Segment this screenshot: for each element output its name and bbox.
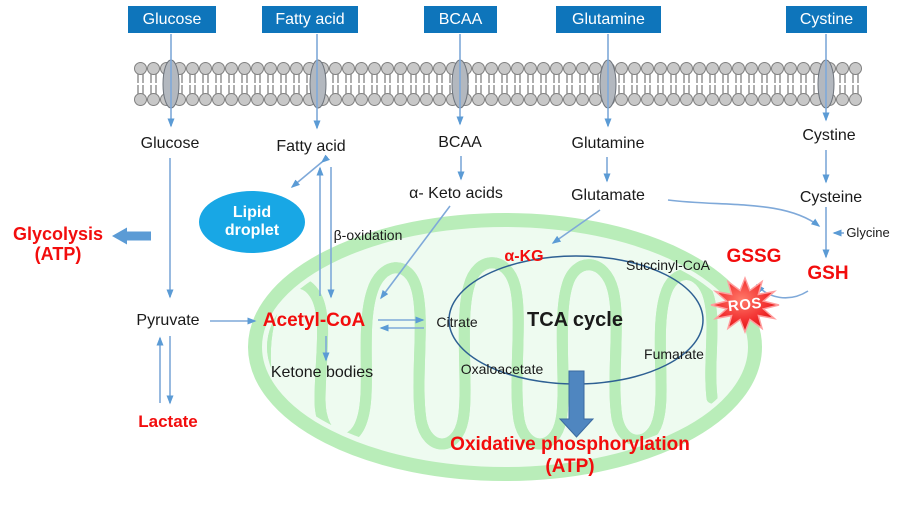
label-fatty-acid: Fatty acid: [276, 138, 346, 155]
oxphos-block-arrow: [558, 370, 595, 438]
lipid-droplet-label-1: Lipid: [232, 203, 272, 221]
label-acetyl-coa: Acetyl-CoA: [262, 310, 366, 331]
label-cysteine: Cysteine: [799, 189, 863, 206]
label-ketone-bodies: Ketone bodies: [270, 364, 374, 381]
input-box-fatty-acid: Fatty acid: [262, 6, 358, 33]
input-box-glucose: Glucose: [128, 6, 216, 33]
lipid-droplet-label-2: droplet: [224, 222, 280, 239]
label-glycolysis: Glycolysis: [12, 224, 104, 244]
label-glucose: Glucose: [140, 135, 200, 152]
label-glycolysis-atp: (ATP): [34, 243, 82, 264]
input-box-glutamine: Glutamine: [556, 6, 661, 33]
label-oxphos-atp: (ATP): [545, 455, 595, 477]
label-lactate: Lactate: [138, 412, 198, 431]
label-pyruvate: Pyruvate: [136, 312, 200, 329]
label-gsh: GSH: [807, 263, 849, 284]
label-keto-acids: α- Keto acids: [409, 185, 503, 202]
label-gssg: GSSG: [726, 246, 782, 267]
fatty-acid-lipid-droplet-arrow: [290, 154, 331, 188]
fatty-acid-transporter-icon: [309, 59, 327, 109]
label-alpha-kg: α-KG: [504, 248, 544, 265]
mitochondrion: [248, 213, 762, 481]
cell-membrane: [134, 59, 862, 109]
ketoacids-to-acetylcoa-arrow: [380, 205, 451, 300]
lipid-droplet: Lipid droplet: [199, 191, 305, 253]
glycolysis-label-group: Glycolysis (ATP): [8, 224, 108, 265]
label-fumarate: Fumarate: [644, 346, 704, 362]
label-beta-oxidation: β-oxidation: [333, 227, 403, 243]
label-tca-cycle: TCA cycle: [527, 309, 623, 331]
label-glutamate: Glutamate: [571, 187, 645, 204]
label-succinyl-coa: Succinyl-CoA: [625, 257, 711, 273]
label-bcaa: BCAA: [438, 134, 482, 151]
mitochondrion-cristae: [267, 263, 718, 444]
label-glutamine: Glutamine: [571, 135, 645, 152]
label-oxaloacetate: Oxaloacetate: [460, 361, 544, 377]
input-box-cystine: Cystine: [786, 6, 867, 33]
pathway-arrows: [156, 34, 844, 405]
ros-star-icon: [710, 275, 780, 335]
label-ros: ROS: [727, 294, 763, 316]
input-box-bcaa: BCAA: [424, 6, 497, 33]
label-citrate: Citrate: [436, 314, 478, 330]
label-glycine: Glycine: [846, 225, 890, 240]
glutamate-to-gsh-curve-arrow: [667, 199, 821, 227]
oxphos-label-group: Oxidative phosphorylation (ATP): [450, 434, 690, 478]
label-cystine: Cystine: [802, 127, 856, 144]
glycolysis-block-arrow: [112, 227, 151, 245]
label-oxphos: Oxidative phosphorylation: [450, 434, 690, 455]
glutamate-to-akg-arrow: [551, 209, 601, 244]
